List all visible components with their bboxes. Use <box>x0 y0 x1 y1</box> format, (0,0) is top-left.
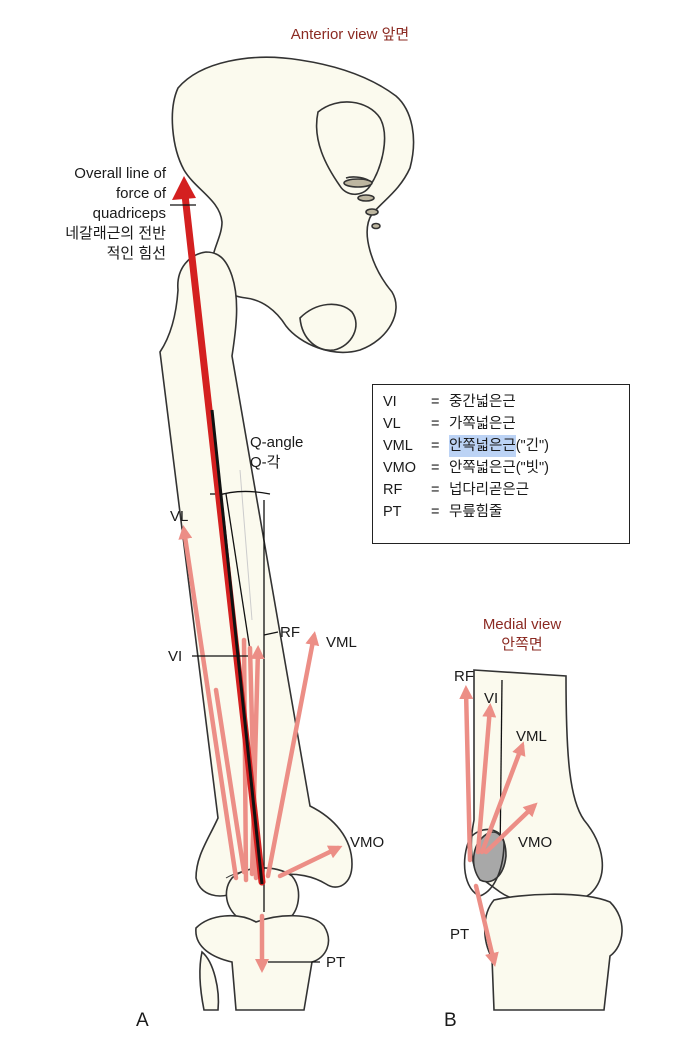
legend-name: 안쪽넓은근 <box>449 460 516 476</box>
legend-suffix: ("긴") <box>515 438 549 454</box>
legend-equals: = <box>431 394 440 410</box>
muscle-vectors-b <box>459 685 538 967</box>
legend-row-pt: PT = 무릎힘줄 <box>383 501 629 523</box>
panel-label-a: A <box>136 1010 149 1031</box>
legend-equals: = <box>431 416 440 432</box>
label-b-vml: VML <box>516 728 547 745</box>
force-label-line5: 적인 힘선 <box>106 245 166 262</box>
legend-row-vi: VI = 중간넓은근 <box>383 391 629 413</box>
legend-name: 넙다리곧은근 <box>449 482 530 498</box>
legend-equals: = <box>431 460 440 476</box>
overall-force-line <box>172 176 266 886</box>
label-a-vml: VML <box>326 634 357 651</box>
legend-abbr: PT <box>383 504 402 520</box>
legend-abbr: VI <box>383 394 397 410</box>
legend-name: 중간넓은근 <box>449 394 516 410</box>
legend-equals: = <box>431 482 440 498</box>
legend-name-highlighted[interactable]: 안쪽넓은근 <box>449 435 516 457</box>
legend-suffix: ("빗") <box>515 460 549 476</box>
legend-row-vml: VML = 안쪽넓은근("긴") <box>383 435 629 457</box>
label-a-vi: VI <box>168 648 183 665</box>
q-angle-label: Q-angle <box>250 434 304 451</box>
label-b-pt: PT <box>450 926 470 943</box>
legend-row-vmo: VMO = 안쪽넓은근("빗") <box>383 457 629 479</box>
label-b-vi: VI <box>484 690 499 707</box>
leader-lines <box>170 204 320 963</box>
anterior-view-title: Anterior view 앞면 <box>290 26 410 43</box>
legend-row-vl: VL = 가쪽넓은근 <box>383 413 629 435</box>
legend-row-rf: RF = 넙다리곧은근 <box>383 479 629 501</box>
medial-view-title: Medial view <box>482 616 562 633</box>
force-label-line1: Overall line of <box>74 165 166 182</box>
label-a-pt: PT <box>326 954 346 971</box>
label-a-vl: VL <box>170 508 189 525</box>
abbreviation-legend: VI = 중간넓은근 VL = 가쪽넓은근 VML = 안쪽넓은근("긴") V… <box>372 384 630 544</box>
label-b-rf: RF <box>454 668 474 685</box>
panel-label-b: B <box>444 1010 457 1031</box>
force-label-line4: 네갈래근의 전반 <box>65 225 166 242</box>
legend-equals: = <box>431 438 440 454</box>
force-label-line2: force of <box>115 185 166 202</box>
q-angle-label-ko: Q-각 <box>250 454 281 471</box>
legend-abbr: VL <box>383 416 401 432</box>
legend-equals: = <box>431 504 440 520</box>
label-b-vmo: VMO <box>518 834 553 851</box>
legend-abbr: VMO <box>383 460 417 476</box>
legend-name: 무릎힘줄 <box>449 504 503 520</box>
label-a-vmo: VMO <box>350 834 385 851</box>
legend-abbr: VML <box>383 438 413 454</box>
legend-abbr: RF <box>383 482 403 498</box>
force-label-line3: quadriceps <box>92 205 166 222</box>
overall-force-label: Overall line of force of quadriceps 네갈래근… <box>65 164 166 264</box>
legend-name: 가쪽넓은근 <box>449 416 516 432</box>
muscle-vectors-a <box>178 525 343 973</box>
medial-view-title-ko: 안쪽면 <box>501 636 543 653</box>
label-a-rf: RF <box>280 624 300 641</box>
